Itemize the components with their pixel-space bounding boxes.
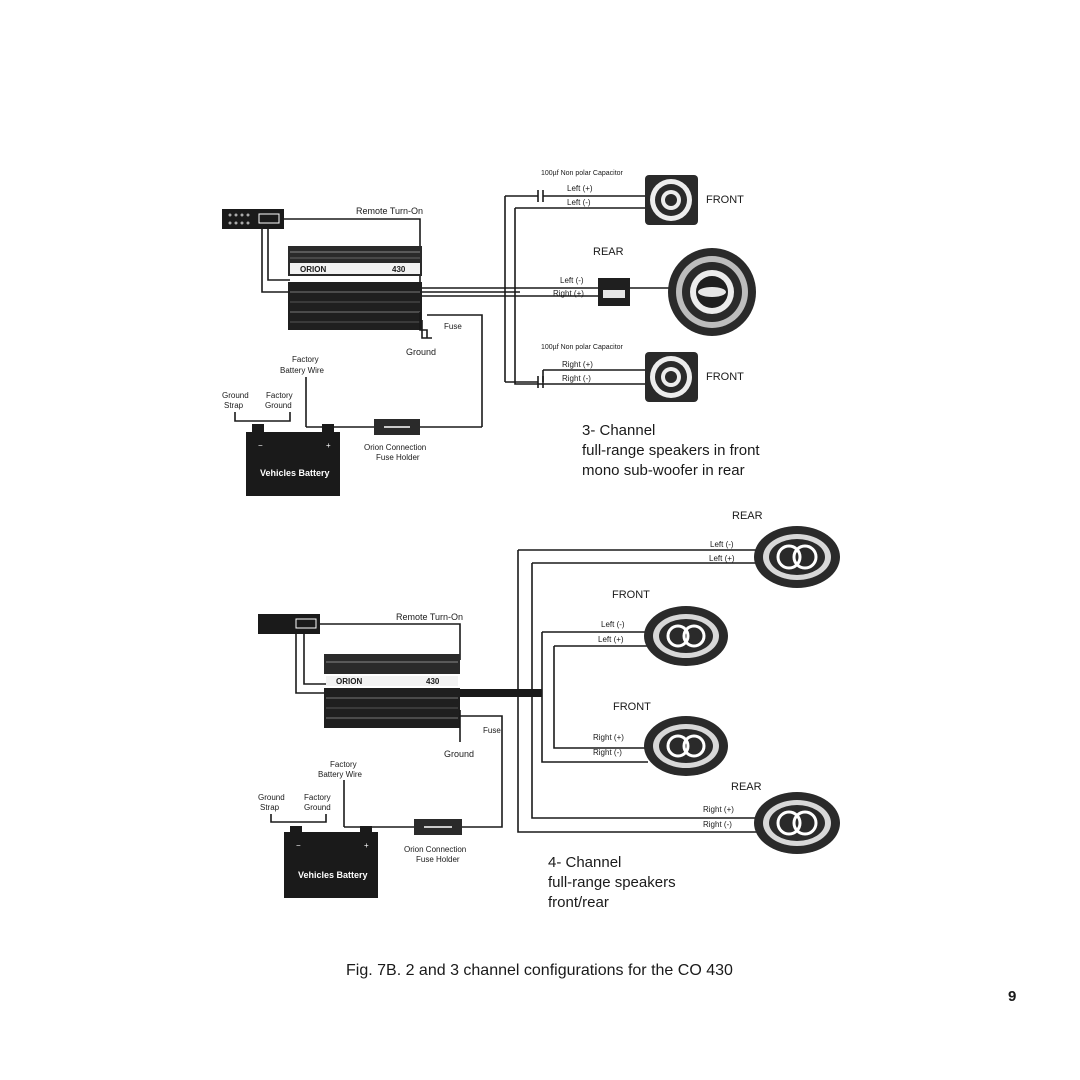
head-unit-top: [222, 209, 284, 229]
right-pos-label-top: Right (+): [562, 360, 593, 369]
factory-ground-bottom-2: Ground: [304, 803, 331, 812]
svg-text:−: −: [258, 441, 263, 450]
svg-text:+: +: [364, 841, 369, 850]
front-left-speaker: [644, 606, 728, 666]
front-speaker-bottom: [645, 352, 698, 402]
amp-model-bottom: 430: [426, 677, 440, 686]
svg-text:−: −: [296, 841, 301, 850]
ground-strap-bottom-2: Strap: [260, 803, 280, 812]
caption-top-2: full-range speakers in front: [582, 442, 760, 459]
vehicle-battery-top: − + Vehicles Battery: [246, 424, 340, 496]
caption-bottom-1: 4- Channel: [548, 854, 621, 871]
ground-strap-bottom-1: Ground: [258, 793, 285, 802]
rear-left-neg-label-bottom: Left (-): [710, 540, 734, 549]
front-speaker-top: [645, 175, 698, 225]
caption-top-1: 3- Channel: [582, 422, 655, 439]
top-diagram: Remote Turn-On ORION 430: [222, 170, 760, 496]
front-label-top: FRONT: [706, 194, 744, 206]
fuse-holder-top: [374, 419, 420, 435]
fuse-label-bottom: Fuse: [483, 726, 501, 735]
ground-strap-top-2: Strap: [224, 401, 244, 410]
front-left-pos-label-bottom: Left (+): [598, 635, 624, 644]
front-label-bottom-bottom: FRONT: [613, 701, 651, 713]
battery-label-top: Vehicles Battery: [260, 468, 330, 478]
factory-battery-wire-top-2: Battery Wire: [280, 366, 325, 375]
left-neg-label-top: Left (-): [567, 198, 591, 207]
speaker-wire-bundle: [460, 689, 542, 697]
rear-left-pos-label-bottom: Left (+): [709, 554, 735, 563]
capacitor-label-bottom: 100µf Non polar Capacitor: [541, 344, 624, 351]
ground-label-top: Ground: [406, 347, 436, 357]
capacitor-label-top: 100µf Non polar Capacitor: [541, 170, 624, 177]
right-neg-label-top: Right (-): [562, 374, 591, 383]
rear-right-neg-label-bottom: Right (-): [703, 820, 732, 829]
fuse-holder-bottom: [414, 819, 462, 835]
front-right-pos-label-bottom: Right (+): [593, 733, 624, 742]
rear-left-speaker: [754, 526, 840, 588]
caption-top-3: mono sub-woofer in rear: [582, 462, 745, 479]
front-label-bottom: FRONT: [706, 371, 744, 383]
figure-caption: Fig. 7B. 2 and 3 channel configurations …: [346, 962, 733, 979]
rear-right-speaker: [754, 792, 840, 854]
caption-bottom-2: full-range speakers: [548, 874, 676, 891]
crossover-module-top: [598, 278, 630, 306]
subwoofer-rear-top: [668, 248, 756, 336]
caption-bottom-3: front/rear: [548, 894, 609, 911]
rear-label-top: REAR: [593, 246, 624, 258]
amplifier-top: ORION 430: [288, 246, 422, 330]
amp-brand-bottom: ORION: [336, 677, 362, 686]
remote-turn-on-label-bottom: Remote Turn-On: [396, 612, 463, 622]
front-label-bottom-top: FRONT: [612, 589, 650, 601]
amp-brand-top: ORION: [300, 265, 326, 274]
vehicle-battery-bottom: − + Vehicles Battery: [284, 826, 378, 898]
factory-battery-wire-bottom-1: Factory: [330, 760, 357, 769]
amplifier-bottom: ORION 430: [324, 654, 460, 728]
factory-battery-wire-bottom-2: Battery Wire: [318, 770, 363, 779]
ground-label-bottom: Ground: [444, 749, 474, 759]
fuse-holder-label-bottom-1: Orion Connection: [404, 845, 466, 854]
rear-left-neg-label-top: Left (-): [560, 276, 584, 285]
amp-model-top: 430: [392, 265, 406, 274]
remote-turn-on-label-top: Remote Turn-On: [356, 206, 423, 216]
fuse-holder-label-top-1: Orion Connection: [364, 443, 426, 452]
fuse-holder-label-bottom-2: Fuse Holder: [416, 855, 460, 864]
rear-right-pos-label-top: Right (+): [553, 289, 584, 298]
head-unit-bottom: [258, 614, 320, 634]
factory-ground-top-2: Ground: [265, 401, 292, 410]
factory-ground-bottom-1: Factory: [304, 793, 331, 802]
ground-strap-top-1: Ground: [222, 391, 249, 400]
svg-text:+: +: [326, 441, 331, 450]
rear-right-pos-label-bottom: Right (+): [703, 805, 734, 814]
fuse-label-top: Fuse: [444, 322, 462, 331]
battery-label-bottom: Vehicles Battery: [298, 870, 368, 880]
rear-label-bottom-top: REAR: [732, 510, 763, 522]
rear-label-bottom-bottom: REAR: [731, 781, 762, 793]
left-pos-label-top: Left (+): [567, 184, 593, 193]
front-right-speaker: [644, 716, 728, 776]
front-left-neg-label-bottom: Left (-): [601, 620, 625, 629]
bottom-diagram: Remote Turn-On ORION 430 REAR Left (-) L…: [258, 510, 840, 911]
factory-ground-top-1: Factory: [266, 391, 293, 400]
front-right-neg-label-bottom: Right (-): [593, 748, 622, 757]
page-number: 9: [1008, 988, 1016, 1005]
fuse-holder-label-top-2: Fuse Holder: [376, 453, 420, 462]
factory-battery-wire-top-1: Factory: [292, 355, 319, 364]
